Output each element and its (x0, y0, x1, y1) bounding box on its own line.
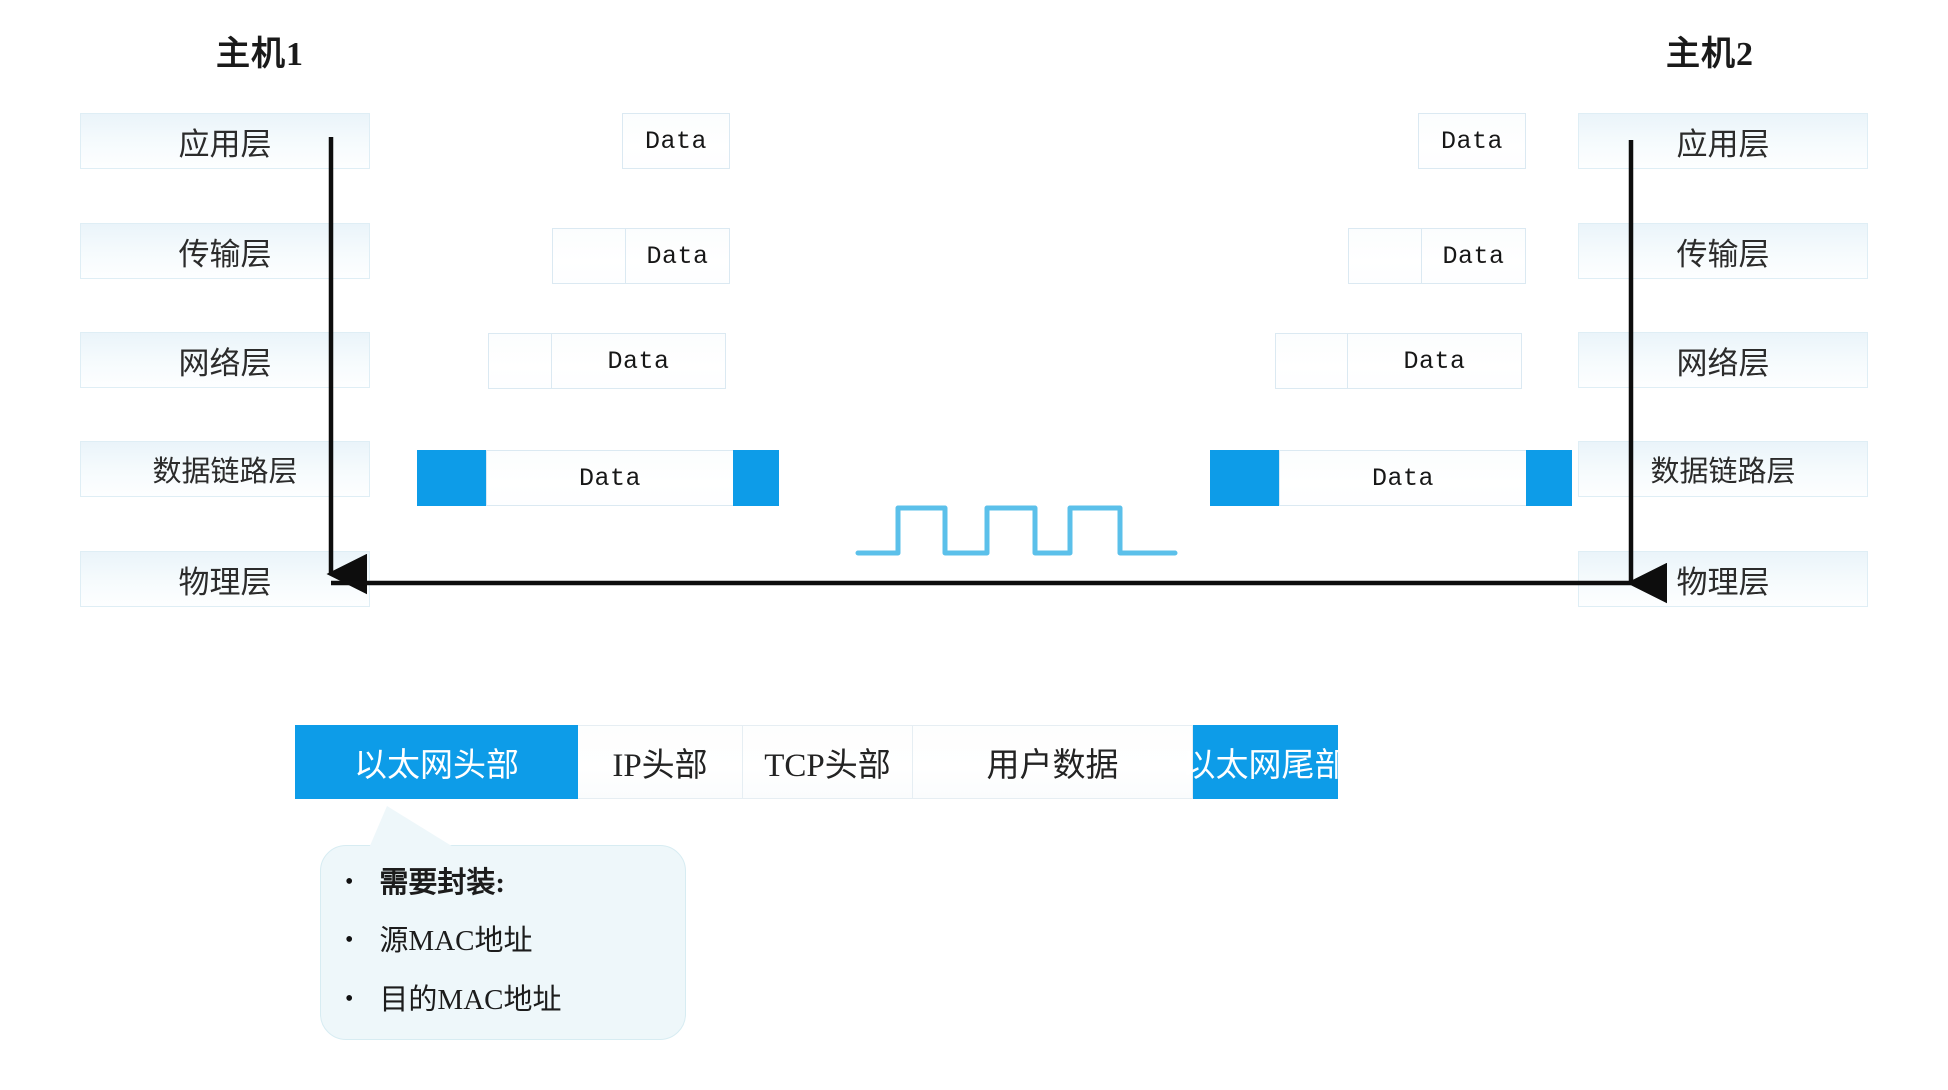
left-layer-network[interactable]: 网络层 (80, 332, 370, 388)
right-packet-network: Data (1275, 333, 1522, 389)
left-layer-transport[interactable]: 传输层 (80, 223, 370, 279)
bullet-icon: • (345, 985, 354, 1012)
left-layer-datalink-label: 数据链路层 (152, 456, 298, 488)
right-packet-transport: Data (1348, 228, 1526, 284)
callout-item-title: • 需要封装: (345, 867, 506, 899)
callout-tail-icon (369, 806, 455, 848)
bullet-icon: • (345, 927, 354, 954)
right-packet-application-data: Data (1418, 113, 1526, 169)
left-packet-transport: Data (552, 228, 730, 284)
right-frame-datalink-data: Data (1279, 450, 1527, 506)
right-packet-transport-data: Data (1421, 228, 1526, 284)
left-layer-transport-label: 传输层 (178, 236, 272, 272)
right-frame-datalink: Data (1210, 450, 1572, 506)
right-layer-application-label: 应用层 (1676, 126, 1770, 162)
right-packet-transport-header (1348, 228, 1422, 284)
left-packet-network-header (488, 333, 552, 389)
frame-cell-ip-header[interactable]: IP头部 (578, 725, 743, 799)
left-frame-datalink-data: Data (486, 450, 734, 506)
left-packet-network-data: Data (551, 333, 726, 389)
left-frame-datalink-trailer (733, 450, 779, 506)
bullet-icon: • (345, 869, 354, 895)
callout-item-source-mac: • 源MAC地址 (345, 925, 533, 958)
left-packet-application: Data (622, 113, 730, 169)
left-layer-application-label: 应用层 (178, 126, 272, 162)
left-frame-datalink: Data (417, 450, 779, 506)
right-frame-datalink-header (1210, 450, 1280, 506)
ethernet-frame-bar: 以太网头部 IP头部 TCP头部 用户数据 以太网尾部 (295, 725, 1348, 799)
right-layer-transport[interactable]: 传输层 (1578, 223, 1868, 279)
left-packet-application-data: Data (622, 113, 730, 169)
right-layer-physical-label: 物理层 (1676, 564, 1770, 600)
right-layer-datalink-label: 数据链路层 (1650, 456, 1796, 488)
right-layer-physical[interactable]: 物理层 (1578, 551, 1868, 607)
right-layer-transport-label: 传输层 (1676, 236, 1770, 272)
host2-title: 主机2 (1666, 36, 1754, 73)
right-packet-network-header (1275, 333, 1348, 389)
frame-cell-ethernet-trailer[interactable]: 以太网尾部 (1183, 725, 1348, 799)
frame-cell-tcp-header[interactable]: TCP头部 (743, 725, 913, 799)
frame-cell-user-data[interactable]: 用户数据 (913, 725, 1193, 799)
left-packet-transport-header (552, 228, 626, 284)
right-frame-datalink-trailer (1526, 450, 1572, 506)
left-layer-application[interactable]: 应用层 (80, 113, 370, 169)
square-wave-signal-icon (855, 505, 1178, 556)
left-packet-transport-data: Data (625, 228, 730, 284)
callout-item-dest-mac: • 目的MAC地址 (345, 983, 562, 1016)
right-layer-network[interactable]: 网络层 (1578, 332, 1868, 388)
left-packet-network: Data (488, 333, 726, 389)
callout-list: • 需要封装: • 源MAC地址 • 目的MAC地址 (345, 867, 665, 1016)
right-packet-network-data: Data (1347, 333, 1522, 389)
right-layer-network-label: 网络层 (1676, 345, 1770, 381)
right-layer-datalink[interactable]: 数据链路层 (1578, 441, 1868, 497)
left-layer-network-label: 网络层 (178, 345, 272, 381)
frame-cell-ethernet-header[interactable]: 以太网头部 (295, 725, 578, 799)
host1-title: 主机1 (216, 36, 304, 73)
left-layer-datalink[interactable]: 数据链路层 (80, 441, 370, 497)
left-layer-physical[interactable]: 物理层 (80, 551, 370, 607)
encapsulation-callout: • 需要封装: • 源MAC地址 • 目的MAC地址 (320, 806, 686, 1040)
right-packet-application: Data (1418, 113, 1526, 169)
right-layer-application[interactable]: 应用层 (1578, 113, 1868, 169)
left-frame-datalink-header (417, 450, 487, 506)
left-layer-physical-label: 物理层 (178, 564, 272, 600)
